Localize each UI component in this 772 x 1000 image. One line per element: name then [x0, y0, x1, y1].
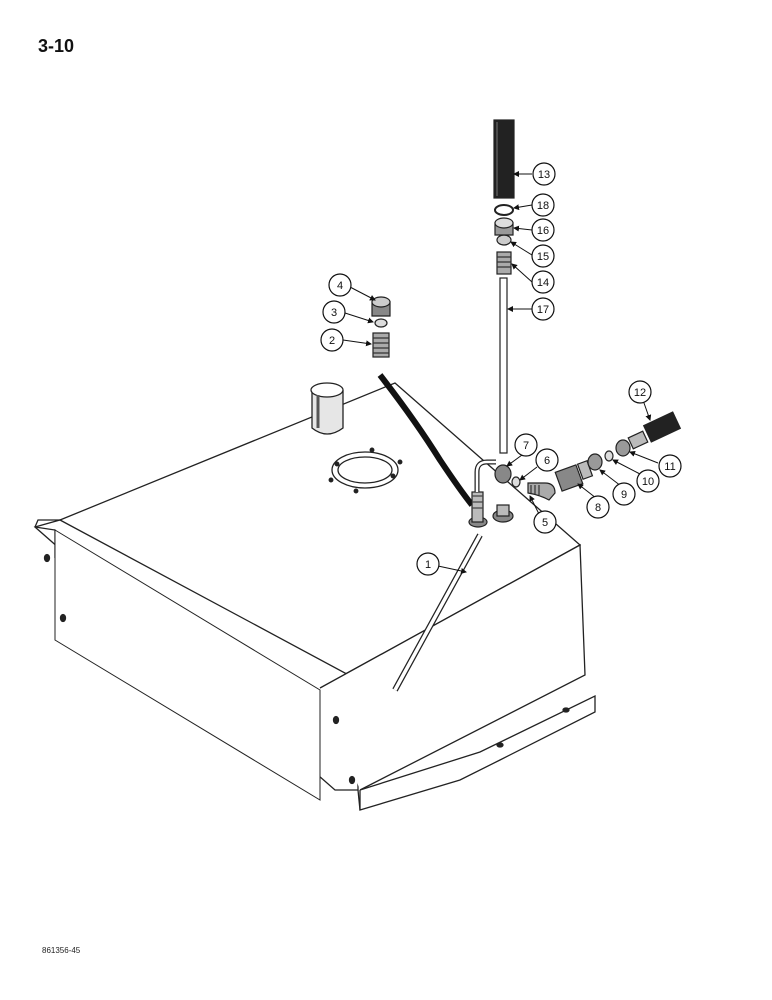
- filler-neck: [311, 390, 344, 435]
- svg-text:17: 17: [537, 304, 549, 316]
- tank-fittings: [468, 459, 514, 528]
- svg-text:2: 2: [329, 335, 335, 347]
- nut-11: [615, 439, 631, 457]
- callout-3: 3: [322, 300, 346, 324]
- svg-text:5: 5: [542, 517, 548, 529]
- callout-15: 15: [531, 244, 555, 268]
- page-number: 3-10: [38, 36, 75, 56]
- fitting-2: [372, 332, 390, 358]
- callout-11: 11: [658, 454, 682, 478]
- fitting-8: [554, 464, 584, 492]
- svg-text:10: 10: [642, 476, 654, 488]
- return-hose: [377, 373, 475, 507]
- callout-13: 13: [532, 162, 556, 186]
- sleeve-15: [496, 234, 512, 246]
- callout-16: 16: [531, 218, 555, 242]
- callout-18: 18: [531, 193, 555, 217]
- tank-right-panel: [319, 543, 586, 791]
- fitting-14: [496, 251, 512, 275]
- elbow-5: [527, 482, 556, 501]
- tube-17: [499, 277, 508, 454]
- sleeve-10: [604, 450, 614, 462]
- sleeve-6: [511, 476, 521, 488]
- callout-1: 1: [416, 552, 440, 576]
- sleeve-3: [374, 318, 388, 328]
- svg-text:3: 3: [331, 307, 337, 319]
- callout-2: 2: [320, 328, 344, 352]
- callout-14: 14: [531, 270, 555, 294]
- callouts: 1 2 3 4 5 6 7 8 9 10 11 12 13 14 15 16 1…: [320, 162, 682, 576]
- fitting-12: [627, 430, 649, 450]
- callout-12: 12: [628, 380, 652, 404]
- figure-code: 861356-45: [42, 946, 81, 955]
- svg-text:1: 1: [425, 559, 431, 571]
- callout-9: 9: [612, 482, 636, 506]
- callout-7: 7: [514, 433, 538, 457]
- svg-text:11: 11: [664, 461, 675, 473]
- svg-text:12: 12: [634, 387, 646, 399]
- callout-10: 10: [636, 469, 660, 493]
- svg-text:14: 14: [537, 277, 549, 289]
- svg-text:13: 13: [538, 169, 550, 181]
- svg-text:16: 16: [537, 225, 549, 237]
- vent-stack: [493, 119, 515, 454]
- fitting-stack-left: [371, 296, 391, 358]
- callout-8: 8: [586, 495, 610, 519]
- nut-7: [494, 464, 512, 484]
- tank-front-face: [54, 529, 321, 801]
- nut-9: [587, 453, 603, 471]
- callout-6: 6: [535, 448, 559, 472]
- svg-text:8: 8: [595, 502, 601, 514]
- fitting-chain-right: [494, 411, 682, 501]
- svg-text:18: 18: [537, 200, 549, 212]
- leader-lines: [342, 171, 659, 574]
- hose-12: [642, 411, 682, 443]
- dip-tube: [392, 533, 483, 692]
- fuel-tank: [33, 382, 596, 811]
- svg-text:15: 15: [537, 251, 549, 263]
- callout-4: 4: [328, 273, 352, 297]
- callout-5: 5: [533, 510, 557, 534]
- svg-text:4: 4: [337, 280, 343, 292]
- svg-text:7: 7: [523, 440, 529, 452]
- hose-13: [493, 119, 515, 199]
- callout-17: 17: [531, 297, 555, 321]
- svg-text:9: 9: [621, 489, 627, 501]
- clamp-18: [494, 204, 514, 216]
- svg-text:6: 6: [544, 455, 550, 467]
